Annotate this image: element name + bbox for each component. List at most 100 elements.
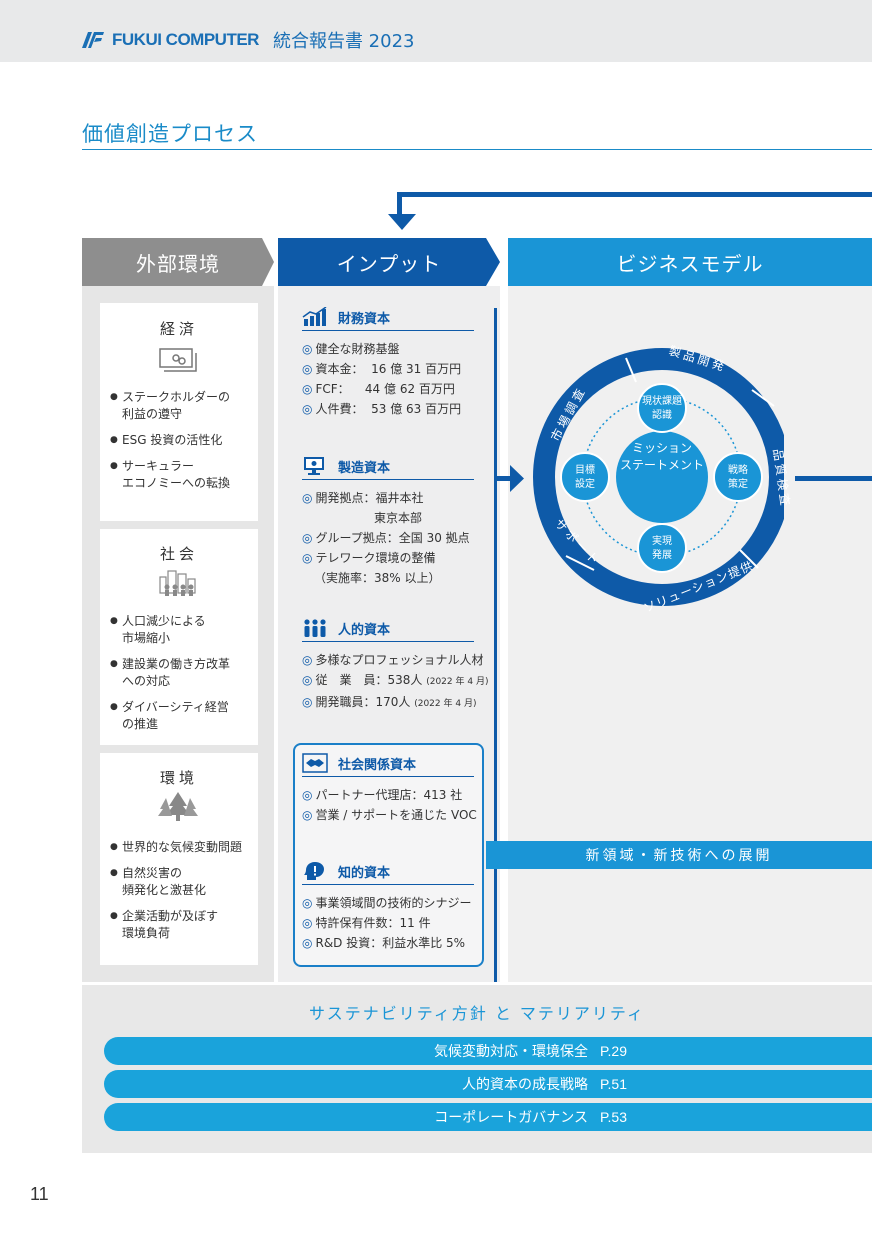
node-right-label: 戦略 策定 xyxy=(728,465,748,490)
people-icon xyxy=(304,619,326,637)
feedback-arrow-head xyxy=(388,214,416,230)
node-top xyxy=(637,383,687,433)
social-capital-list: ◎パートナー代理店：413 社 ◎営業 / サポートを通じた VOC xyxy=(302,785,477,825)
materiality-bar-human: 人的資本の成長戦略 P.51 xyxy=(104,1070,872,1098)
list-item: （実施率：38% 以上） xyxy=(314,571,441,585)
new-domain-bar: 新領域・新技術への展開 xyxy=(486,841,872,869)
list-item: ◎開発職員：170人 (2022 年 4 月) xyxy=(302,695,477,709)
brand-header: FUKUI COMPUTER 統合報告書 2023 xyxy=(82,27,414,53)
node-bottom xyxy=(637,523,687,573)
social-capital: 社会関係資本 ◎パートナー代理店：413 社 ◎営業 / サポートを通じた VO… xyxy=(302,753,477,825)
environment-title: 環境 xyxy=(159,769,198,787)
business-output-arrow xyxy=(795,476,872,481)
list-item: ◎事業領域間の技術的シナジー xyxy=(302,896,472,910)
list-item: ◎パートナー代理店：413 社 xyxy=(302,788,463,802)
list-item: ◎従 業 員：538人 (2022 年 4 月) xyxy=(302,673,489,687)
monitor-icon xyxy=(304,457,324,475)
manufacturing-capital-header: 製造資本 xyxy=(302,456,474,480)
manufacturing-capital-title: 製造資本 xyxy=(338,460,391,476)
materiality-page: P.51 xyxy=(600,1076,627,1092)
society-title: 社会 xyxy=(159,545,198,563)
list-item: ◎FCF： 44 億 62 百万円 xyxy=(302,382,455,396)
feedback-arrow-line xyxy=(397,192,872,216)
list-item: 人口減少による 市場縮小 xyxy=(110,613,230,647)
node-right xyxy=(713,452,763,502)
header-business: ビジネスモデル xyxy=(508,238,872,286)
intellectual-capital-title: 知的資本 xyxy=(338,865,391,881)
economy-list: ステークホルダーの 利益の遵守 ESG 投資の活性化 サーキュラー エコノミーへ… xyxy=(110,389,230,501)
human-capital-list: ◎多様なプロフェッショナル人材 ◎従 業 員：538人 (2022 年 4 月)… xyxy=(302,650,489,714)
page-number: 11 xyxy=(30,1184,49,1204)
list-item: ◎多様なプロフェッショナル人材 xyxy=(302,653,484,667)
materiality-label: 気候変動対応・環境保全 xyxy=(434,1044,588,1060)
report-title: 統合報告書 2023 xyxy=(272,31,415,52)
list-item: ◎テレワーク環境の整備 xyxy=(302,551,436,565)
financial-capital-title: 財務資本 xyxy=(338,311,391,327)
input-to-business-arrow xyxy=(496,465,524,492)
society-list: 人口減少による 市場縮小 建設業の働き方改革 への対応 ダイバーシティ経営 の推… xyxy=(110,613,230,742)
financial-capital-header: 財務資本 xyxy=(302,307,474,331)
list-item: ESG 投資の活性化 xyxy=(110,432,230,449)
list-item: ダイバーシティ経営 の推進 xyxy=(110,699,230,733)
list-item: ステークホルダーの 利益の遵守 xyxy=(110,389,230,423)
list-item: 自然災害の 頻発化と激甚化 xyxy=(110,865,242,899)
human-capital-title: 人的資本 xyxy=(338,622,391,638)
list-item: ◎R&D 投資：利益水準比 5% xyxy=(302,936,466,950)
intellectual-capital-list: ◎事業領域間の技術的シナジー ◎特許保有件数：11 件 ◎R&D 投資：利益水準… xyxy=(302,893,474,953)
human-capital-header: 人的資本 xyxy=(302,618,474,642)
materiality-bar-climate: 気候変動対応・環境保全 P.29 xyxy=(104,1037,872,1065)
list-item: 企業活動が及ぼす 環境負荷 xyxy=(110,908,242,942)
economy-card: 経済 ステークホルダーの 利益の遵守 ESG 投資の活性化 サーキュラー エコノ… xyxy=(100,303,258,521)
human-capital: 人的資本 ◎多様なプロフェッショナル人材 ◎従 業 員：538人 (2022 年… xyxy=(302,618,489,714)
input-divider-line xyxy=(494,308,497,982)
financial-capital-list: ◎健全な財務基盤 ◎資本金： 16 億 31 百万円 ◎FCF： 44 億 62… xyxy=(302,339,474,419)
intellectual-capital: 知的資本 ◎事業領域間の技術的シナジー ◎特許保有件数：11 件 ◎R&D 投資… xyxy=(302,861,474,953)
center-label: ミッション ステートメント xyxy=(619,441,704,472)
brand-name: FUKUI COMPUTER xyxy=(112,30,259,49)
materiality-bar-governance: コーポレートガバナンス P.53 xyxy=(104,1103,872,1131)
manufacturing-capital-list: ◎開発拠点：福井本社 東京本部 ◎グループ拠点：全国 30 拠点 ◎テレワーク環… xyxy=(302,488,474,588)
tree-icon xyxy=(158,792,198,821)
intellectual-capital-header: 知的資本 xyxy=(302,861,474,885)
list-item: 東京本部 xyxy=(374,511,423,525)
financial-capital: 財務資本 ◎健全な財務基盤 ◎資本金： 16 億 31 百万円 ◎FCF： 44… xyxy=(302,307,474,419)
title-rule xyxy=(82,149,872,150)
node-bottom-label: 実現 発展 xyxy=(652,536,672,561)
social-capital-title: 社会関係資本 xyxy=(338,757,417,773)
society-card: 社会 人口減少による 市場縮小 建設業の働き方改革 への対応 ダイバーシティ経営… xyxy=(100,529,258,745)
node-left-label: 目標 設定 xyxy=(575,465,595,490)
business-cycle-diagram xyxy=(533,348,784,606)
center-circle xyxy=(616,431,708,523)
brand-logo-icon xyxy=(82,32,104,48)
header-input: インプット xyxy=(278,238,500,286)
header-external: 外部環境 xyxy=(82,238,274,286)
materiality-label: 人的資本の成長戦略 xyxy=(462,1077,588,1093)
materiality-label: コーポレートガバナンス xyxy=(434,1110,588,1126)
node-left xyxy=(560,452,610,502)
environment-card: 環境 世界的な気候変動問題 自然災害の 頻発化と激甚化 企業活動が及ぼす 環境負… xyxy=(100,753,258,965)
list-item: ◎開発拠点：福井本社 xyxy=(302,491,424,505)
list-item: サーキュラー エコノミーへの転換 xyxy=(110,458,230,492)
sustainability-title: サステナビリティ方針 と マテリアリティ xyxy=(309,1004,645,1023)
list-item: ◎資本金： 16 億 31 百万円 xyxy=(302,362,462,376)
node-top-label: 現状課題 認識 xyxy=(642,396,682,421)
page-title: 価値創造プロセス xyxy=(82,122,258,146)
environment-list: 世界的な気候変動問題 自然災害の 頻発化と激甚化 企業活動が及ぼす 環境負荷 xyxy=(110,839,242,951)
money-icon xyxy=(159,348,197,372)
manufacturing-capital: 製造資本 ◎開発拠点：福井本社 東京本部 ◎グループ拠点：全国 30 拠点 ◎テ… xyxy=(302,456,474,588)
handshake-icon xyxy=(302,753,328,773)
economy-title: 経済 xyxy=(159,320,198,338)
materiality-page: P.29 xyxy=(600,1043,627,1059)
top-bar xyxy=(0,0,872,62)
list-item: ◎特許保有件数：11 件 xyxy=(302,916,431,930)
list-item: 世界的な気候変動問題 xyxy=(110,839,242,856)
list-item: 建設業の働き方改革 への対応 xyxy=(110,656,230,690)
social-intellectual-box xyxy=(293,743,484,967)
social-capital-header: 社会関係資本 xyxy=(302,753,474,777)
materiality-page: P.53 xyxy=(600,1109,627,1125)
head-idea-icon xyxy=(304,862,324,880)
list-item: ◎健全な財務基盤 xyxy=(302,342,400,356)
list-item: ◎グループ拠点：全国 30 拠点 xyxy=(302,531,470,545)
people-city-icon xyxy=(159,570,196,596)
bar-chart-icon xyxy=(302,307,327,326)
